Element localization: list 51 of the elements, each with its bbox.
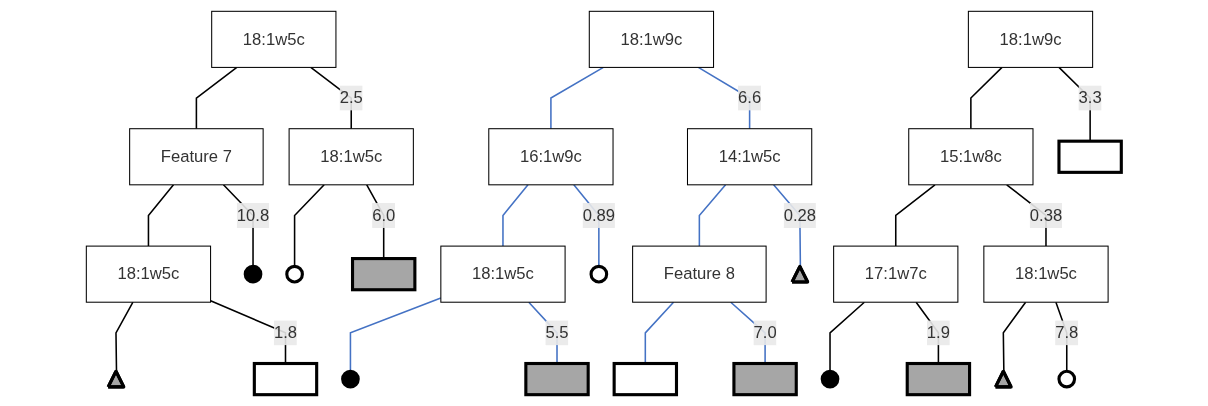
node-box (351, 257, 417, 292)
edge-label: 7.0 (753, 323, 777, 342)
connector (1002, 301, 1027, 373)
node-box (252, 361, 319, 397)
node-box: 18:1w5c (86, 245, 212, 303)
connector (970, 66, 1003, 130)
edge-label: 1.8 (274, 323, 298, 342)
node-circle (820, 369, 840, 389)
node-box (1057, 139, 1124, 174)
connector (502, 184, 529, 247)
node-box: 14:1w5c (687, 128, 813, 186)
edge-label: 6.6 (738, 88, 762, 107)
connector (895, 184, 936, 247)
node-box: Feature 7 (129, 128, 264, 186)
node-box: 18:1w5c (211, 10, 337, 68)
node-box: 18:1w9c (588, 10, 715, 68)
node-circle (285, 264, 305, 284)
node-circle (341, 369, 360, 389)
edge-label: 7.8 (1055, 323, 1079, 342)
node-circle (589, 264, 609, 284)
edge-label: 3.3 (1078, 88, 1102, 107)
node-box (732, 361, 798, 397)
node-box (524, 361, 590, 397)
node-box: 16:1w9c (488, 128, 614, 186)
node-circle (1057, 369, 1077, 389)
connector (349, 297, 442, 373)
node-box (612, 361, 679, 397)
connector (195, 66, 238, 130)
edge-label: 0.38 (1029, 206, 1063, 224)
node-box: 15:1w8c (908, 128, 1034, 186)
edge-label: 0.28 (783, 206, 817, 224)
edge-label: 1.9 (927, 323, 951, 342)
edge-label: 2.5 (339, 88, 363, 107)
edge-label: 5.5 (545, 323, 569, 342)
node-box: 18:1w5c (440, 245, 566, 303)
connector (115, 301, 134, 373)
connector (829, 301, 866, 373)
node-box: 17:1w7c (833, 245, 959, 303)
connector (147, 184, 175, 247)
connector (698, 184, 727, 247)
edge-label: 10.8 (237, 206, 270, 224)
node-box: Feature 8 (632, 245, 767, 303)
node-box: 18:1w9c (968, 10, 1094, 68)
node-box: 18:1w5c (288, 128, 415, 186)
node-box (905, 361, 972, 397)
connector (550, 66, 605, 130)
node-circle (243, 264, 263, 284)
edge-label: 6.0 (372, 206, 396, 224)
node-box: 18:1w5c (983, 245, 1109, 303)
edge-label: 0.89 (582, 206, 616, 224)
connector (294, 184, 326, 268)
